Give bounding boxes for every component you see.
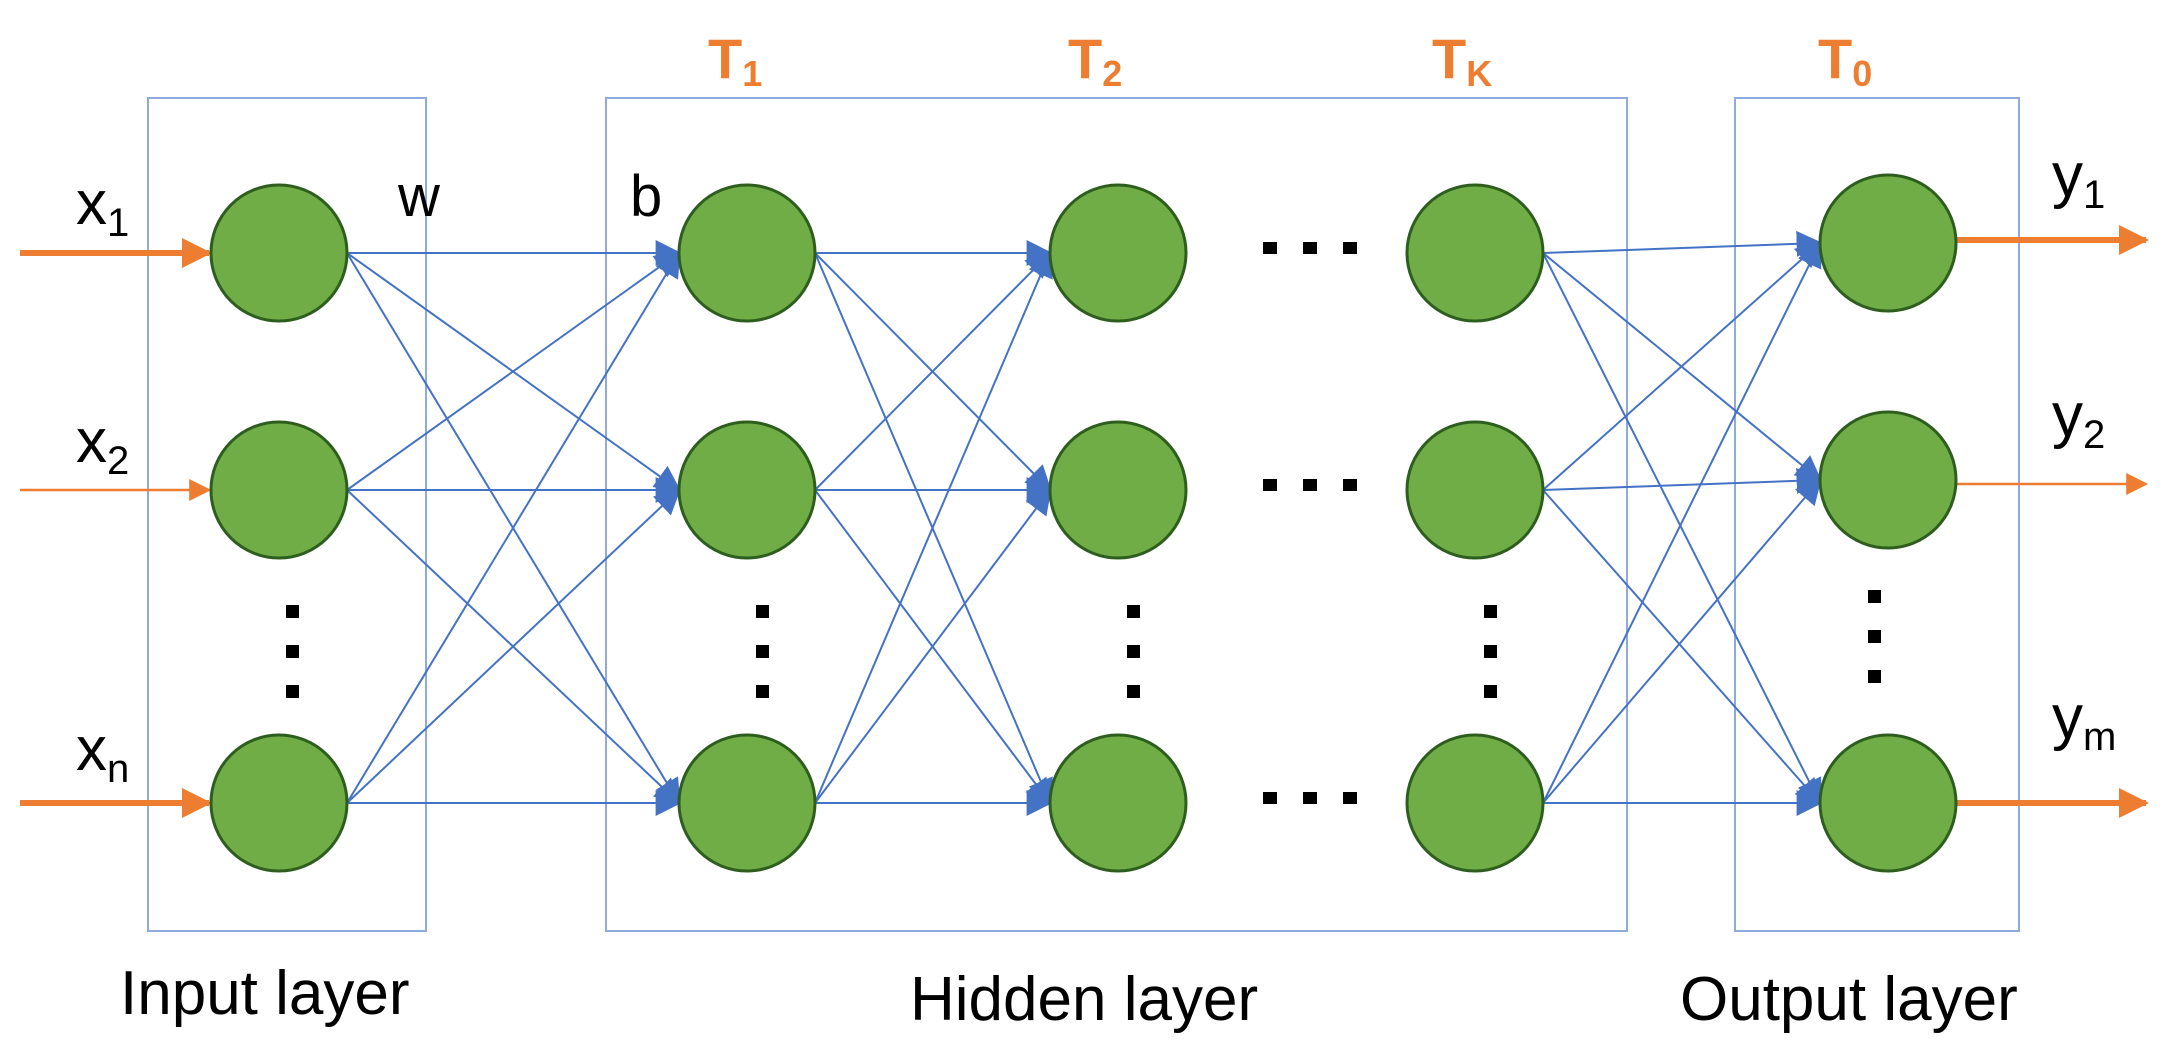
stage-label-tk: TK xyxy=(1432,27,1492,94)
hidden-layer-box xyxy=(605,97,1628,932)
neuron-input-1 xyxy=(209,420,349,560)
vertical-ellipsis-t1 xyxy=(756,605,769,698)
neuron-tk-0 xyxy=(1405,183,1545,323)
output-layer-label: Output layer xyxy=(1680,965,2018,1034)
neuron-t1-0 xyxy=(677,183,817,323)
horizontal-ellipsis-row3 xyxy=(1263,792,1357,804)
vertical-ellipsis-tk xyxy=(1484,605,1497,698)
edge-tk-2-to-output-1 xyxy=(1542,478,1822,804)
input-layer-label: Input layer xyxy=(120,959,410,1028)
vertical-ellipsis-t2 xyxy=(1127,605,1140,698)
neuron-tk-2 xyxy=(1405,733,1545,873)
edge-t1-1-to-t2-0 xyxy=(814,251,1052,491)
neuron-output-2 xyxy=(1818,733,1958,873)
neuron-t1-2 xyxy=(677,733,817,873)
vertical-ellipsis-input xyxy=(286,605,299,698)
edge-tk-1-to-output-0 xyxy=(1542,241,1822,491)
input-layer-box xyxy=(147,97,427,932)
neuron-output-0 xyxy=(1818,173,1958,313)
neuron-t2-1 xyxy=(1048,420,1188,560)
vertical-ellipsis-output xyxy=(1868,590,1881,683)
input-label-x2: x2 xyxy=(76,407,129,483)
neuron-output-1 xyxy=(1818,410,1958,550)
output-layer-box xyxy=(1734,97,2020,932)
stage-label-t0: T0 xyxy=(1818,27,1872,94)
neuron-input-0 xyxy=(209,183,349,323)
hidden-layer-label: Hidden layer xyxy=(910,965,1258,1034)
edge-input-2-to-t1-1 xyxy=(346,488,681,804)
connections xyxy=(346,230,1823,816)
edge-tk-1-to-output-1 xyxy=(1542,467,1823,494)
weight-label: w xyxy=(397,164,441,229)
ellipsis-dots xyxy=(286,242,1881,804)
io-arrows xyxy=(20,225,2149,818)
edge-tk-1-to-output-2 xyxy=(1542,489,1822,805)
edge-t1-2-to-t2-1 xyxy=(814,487,1052,804)
output-label-y1: y1 xyxy=(2052,141,2105,217)
neuron-t1-1 xyxy=(677,420,817,560)
neurons xyxy=(209,173,1958,873)
neuron-input-2 xyxy=(209,733,349,873)
neuron-t2-2 xyxy=(1048,733,1188,873)
horizontal-ellipsis-row2 xyxy=(1263,479,1357,491)
edge-tk-0-to-output-2 xyxy=(1542,252,1822,806)
input-label-xn: xn xyxy=(76,715,129,791)
edge-tk-0-to-output-0 xyxy=(1542,230,1823,257)
bias-label: b xyxy=(630,164,662,229)
output-label-ym: ym xyxy=(2052,683,2116,759)
edge-input-1-to-t1-0 xyxy=(346,251,682,491)
edge-tk-2-to-output-0 xyxy=(1542,240,1822,804)
stage-label-t2: T2 xyxy=(1068,27,1122,94)
neuron-t2-0 xyxy=(1048,183,1188,323)
neuron-tk-1 xyxy=(1405,420,1545,560)
edge-t1-2-to-t2-0 xyxy=(814,250,1053,804)
horizontal-ellipsis-row1 xyxy=(1263,242,1357,254)
output-label-y2: y2 xyxy=(2052,381,2105,457)
input-label-x1: x1 xyxy=(76,169,129,245)
stage-label-t1: T1 xyxy=(708,27,762,94)
edge-input-2-to-t1-0 xyxy=(346,250,681,804)
